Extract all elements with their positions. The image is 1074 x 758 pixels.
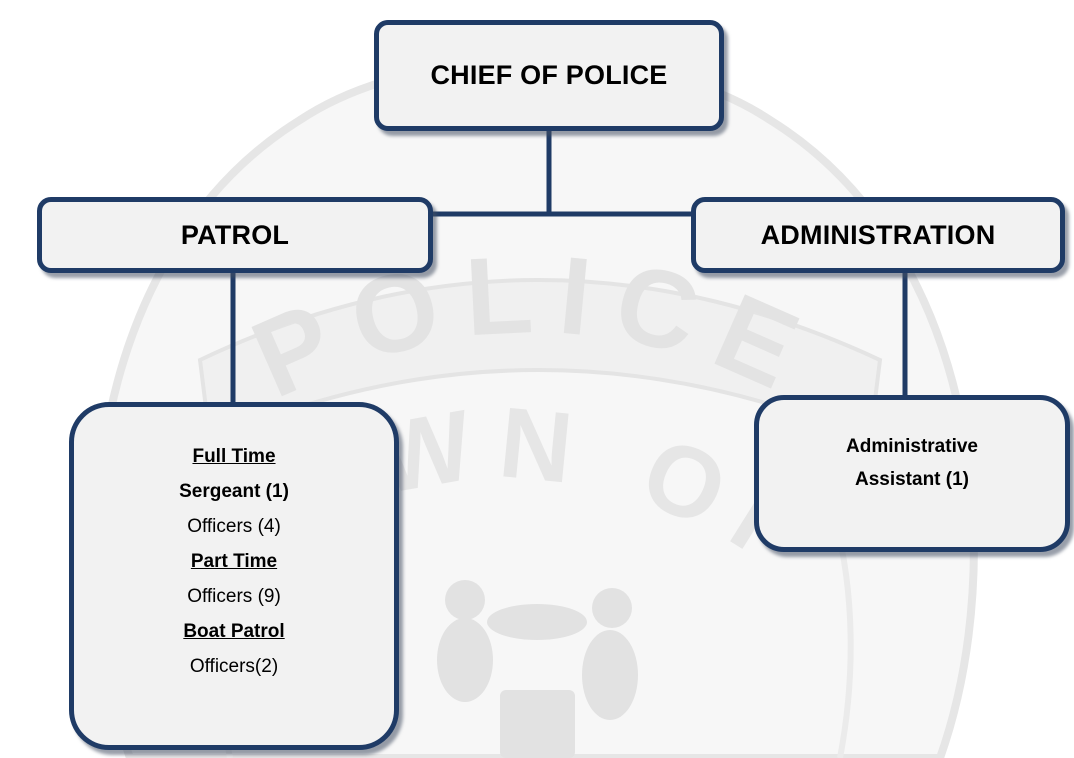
- badge-seal-figures: [437, 580, 638, 758]
- admin-staff-line-2: Assistant (1): [854, 469, 969, 490]
- node-patrol-label: PATROL: [180, 219, 290, 250]
- node-patrol: PATROL: [37, 197, 433, 273]
- patrol-staff-heading-boat-patrol: Boat Patrol: [183, 621, 285, 642]
- node-chief-label: CHIEF OF POLICE: [430, 60, 668, 90]
- patrol-staff-sergeant: Sergeant (1): [179, 481, 289, 502]
- admin-staff-line-1: Administrative: [846, 436, 978, 457]
- patrol-staff-list: Full Time Sergeant (1) Officers (4) Part…: [179, 439, 289, 684]
- node-patrol-staff: Full Time Sergeant (1) Officers (4) Part…: [69, 402, 399, 750]
- patrol-staff-officers-boat-patrol: Officers(2): [189, 656, 279, 677]
- patrol-staff-officers-part-time: Officers (9): [187, 586, 281, 607]
- patrol-staff-officers-full-time: Officers (4): [187, 516, 281, 537]
- patrol-staff-heading-full-time: Full Time: [192, 446, 276, 467]
- admin-staff-list: Administrative Assistant (1): [846, 430, 978, 496]
- node-chief-of-police: CHIEF OF POLICE: [374, 20, 724, 131]
- patrol-staff-heading-part-time: Part Time: [190, 551, 278, 572]
- node-administration: ADMINISTRATION: [691, 197, 1065, 273]
- node-administration-label: ADMINISTRATION: [760, 219, 996, 250]
- node-administrative-assistant: Administrative Assistant (1): [754, 395, 1070, 552]
